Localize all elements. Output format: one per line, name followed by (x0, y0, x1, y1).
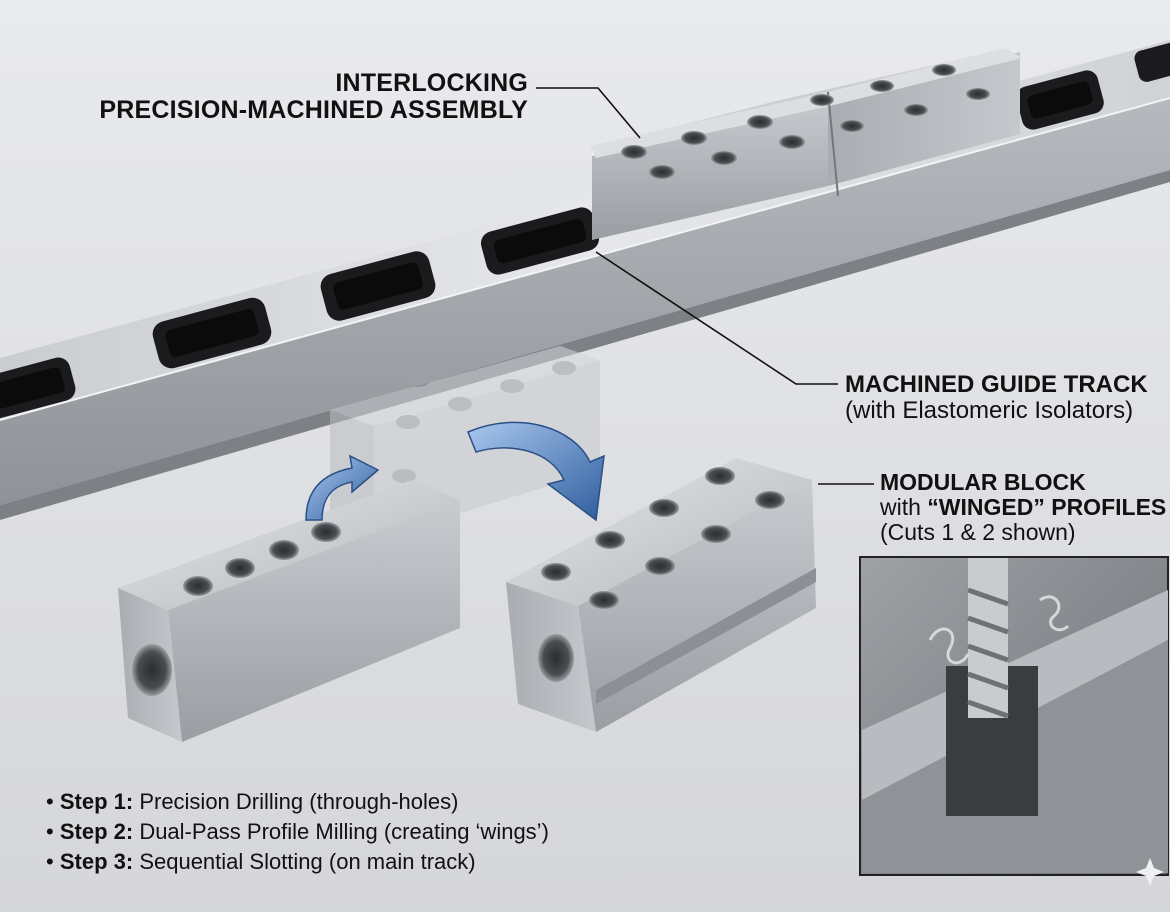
modular-block-label: MODULAR BLOCK with “WINGED” PROFILES (Cu… (880, 470, 1166, 544)
modular-block-subtitle: (Cuts 1 & 2 shown) (880, 518, 1076, 545)
step-text: Precision Drilling (through-holes) (139, 789, 459, 814)
step-item: Step 2: Dual-Pass Profile Milling (creat… (46, 817, 549, 847)
steps-list: Step 1: Precision Drilling (through-hole… (46, 787, 549, 877)
guide-track-subtitle: (with Elastomeric Isolators) (845, 396, 1134, 424)
milling-inset (859, 556, 1169, 876)
step-name: Step 1: (59, 789, 134, 814)
modular-block-with: with (880, 493, 928, 520)
arrow-curve-icon (467, 421, 605, 522)
leader-lines (536, 87, 874, 485)
step-item: Step 3: Sequential Slotting (on main tra… (46, 847, 549, 877)
assembly-label: INTERLOCKING PRECISION-MACHINED ASSEMBLY (0, 70, 528, 124)
isolator-slots (0, 42, 1170, 419)
guide-track-label: MACHINED GUIDE TRACK (with Elastomeric I… (845, 372, 1148, 424)
interlocking-assembly (590, 48, 1022, 240)
modular-block-winged: “WINGED” PROFILES (927, 493, 1167, 520)
modular-block-title: MODULAR BLOCK (880, 469, 1086, 495)
sparkle-icon (1136, 858, 1164, 886)
step-text: Sequential Slotting (on main track) (139, 849, 476, 874)
step-name: Step 2: (59, 819, 134, 844)
step-text: Dual-Pass Profile Milling (creating ‘win… (139, 819, 549, 844)
assembly-label-line2: PRECISION-MACHINED ASSEMBLY (99, 96, 528, 124)
arrow-up-icon (305, 454, 380, 521)
winged-block (506, 458, 816, 732)
drilled-block (118, 480, 460, 742)
step-name: Step 3: (59, 849, 134, 874)
assembly-label-line1: INTERLOCKING (335, 69, 528, 97)
modular-block-profile-line: with “WINGED” PROFILES (880, 493, 1167, 520)
step-item: Step 1: Precision Drilling (through-hole… (46, 787, 549, 817)
guide-track-title: MACHINED GUIDE TRACK (845, 371, 1148, 398)
